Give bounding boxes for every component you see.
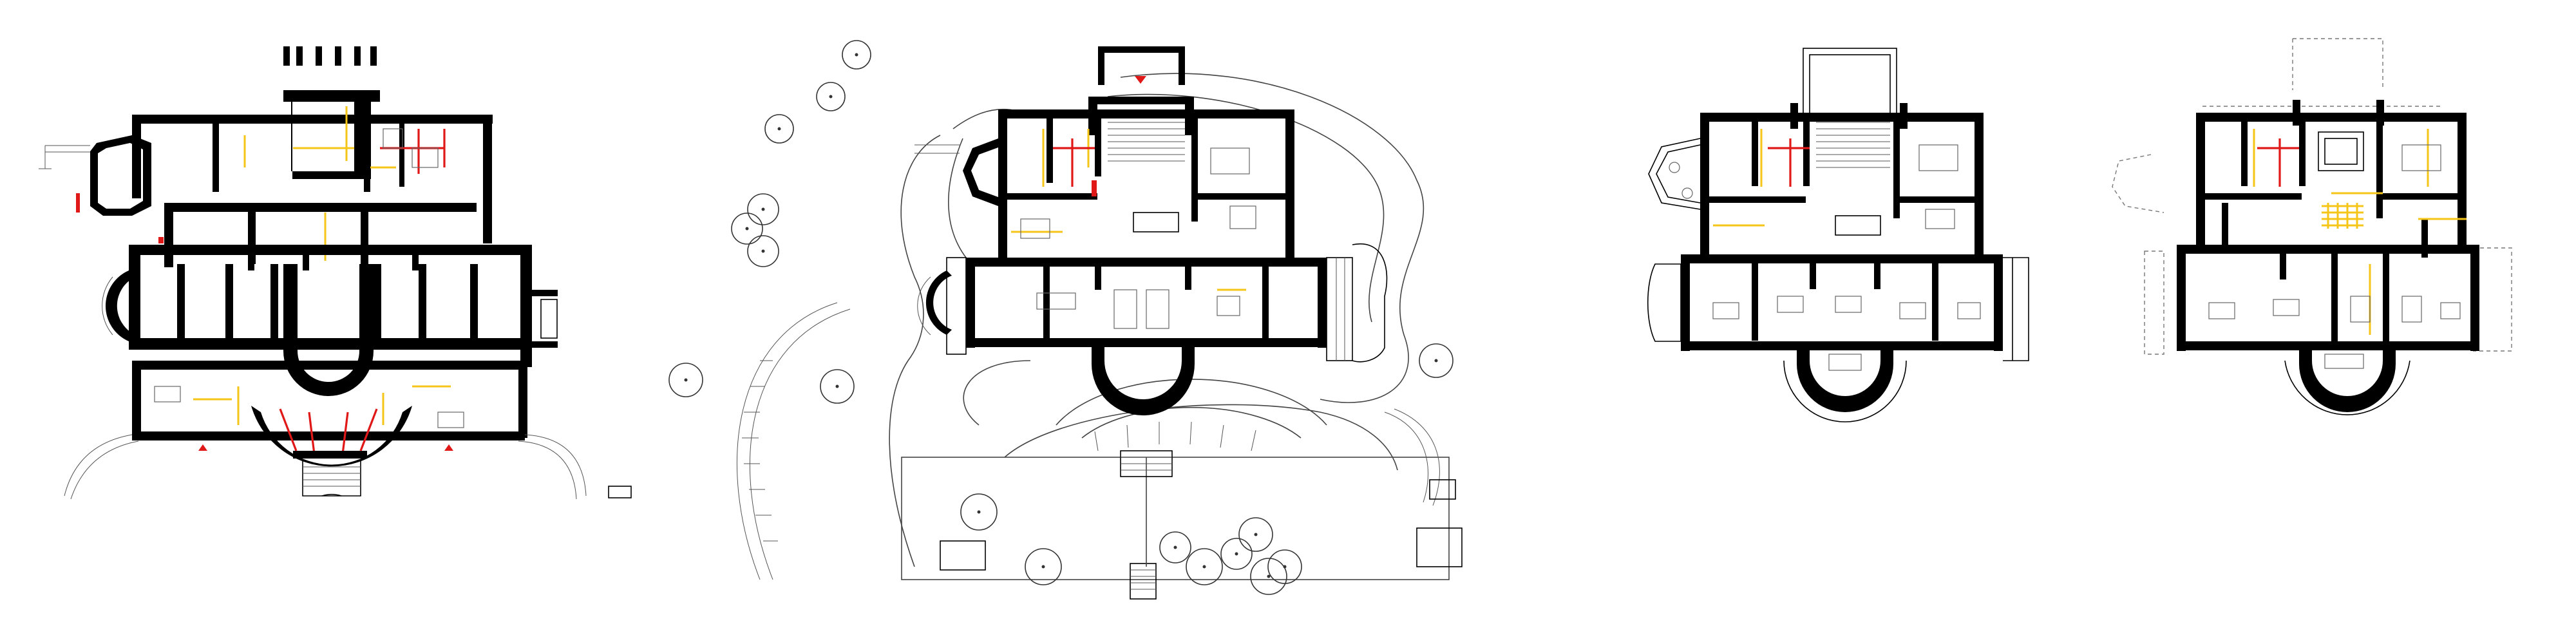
plan-lower-level <box>39 46 632 500</box>
plan-second-floor <box>2112 38 2512 415</box>
plan-first-floor <box>1647 48 2029 422</box>
entrance-arrow-icon <box>198 444 207 451</box>
tree-symbol-icon <box>668 40 1454 595</box>
entrance-arrow-icon <box>444 444 453 451</box>
plan-ground-floor-site <box>668 40 1463 600</box>
entrance-arrow-icon <box>1135 76 1146 84</box>
